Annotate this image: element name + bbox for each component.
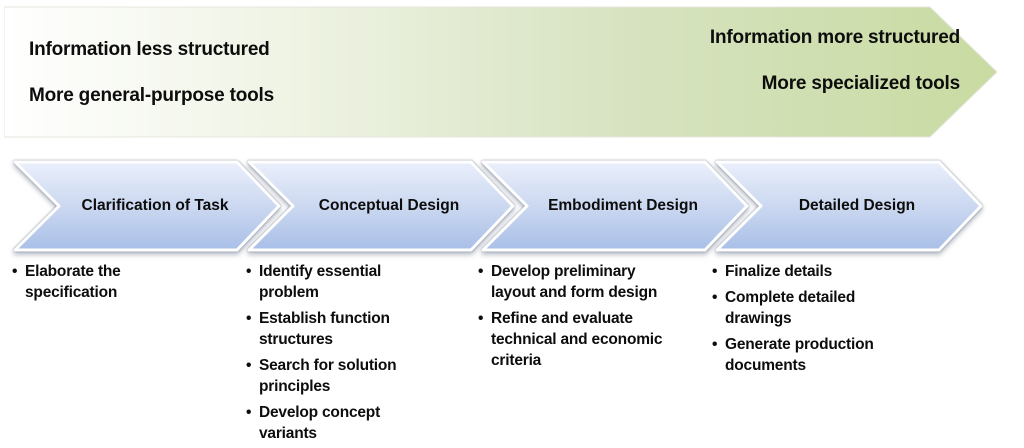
arrow-right-line-2: More specialized tools	[761, 73, 961, 94]
stage-bullets-embodiment-design: Develop preliminary layout and form desi…	[478, 261, 680, 376]
bullet-item: Develop preliminary layout and form desi…	[478, 261, 680, 303]
arrow-right-line-1: Information more structured	[709, 27, 960, 48]
stage-chevron-detailed-design: Detailed Design	[714, 159, 984, 253]
stage-label: Embodiment Design	[548, 197, 698, 214]
stage-chevron-clarification-of-task: Clarification of Task	[12, 159, 282, 253]
chevron-shape	[13, 160, 281, 252]
bullet-item: Establish function structures	[246, 308, 414, 350]
chevron-shape	[481, 160, 749, 252]
stage-bullets-detailed-design: Finalize details Complete detailed drawi…	[712, 261, 894, 381]
bullet-item: Elaborate the specification	[12, 261, 182, 303]
bullet-item: Refine and evaluate technical and econom…	[478, 308, 680, 371]
stage-label: Clarification of Task	[81, 197, 229, 214]
chevron-shape	[247, 160, 515, 252]
bullet-item: Complete detailed drawings	[712, 287, 894, 329]
bullet-item: Finalize details	[712, 261, 894, 282]
stage-bullets-clarification-of-task: Elaborate the specification	[12, 261, 182, 308]
top-gradient-arrow: Information less structured More general…	[4, 6, 998, 138]
chevron-shape	[715, 160, 983, 252]
bullet-item: Generate production documents	[712, 334, 894, 376]
arrow-left-line-2: More general-purpose tools	[29, 85, 275, 106]
stage-chevron-conceptual-design: Conceptual Design	[246, 159, 516, 253]
bullet-item: Identify essential problem	[246, 261, 414, 303]
arrow-left-line-1: Information less structured	[29, 39, 270, 60]
stage-label: Detailed Design	[798, 197, 916, 214]
bullet-item: Develop concept variants	[246, 402, 414, 444]
stage-label: Conceptual Design	[318, 197, 460, 214]
gradient-arrow-shape	[4, 6, 998, 138]
bullet-item: Search for solution principles	[246, 355, 414, 397]
stage-bullets-conceptual-design: Identify essential problem Establish fun…	[246, 261, 414, 448]
stage-chevron-embodiment-design: Embodiment Design	[480, 159, 750, 253]
